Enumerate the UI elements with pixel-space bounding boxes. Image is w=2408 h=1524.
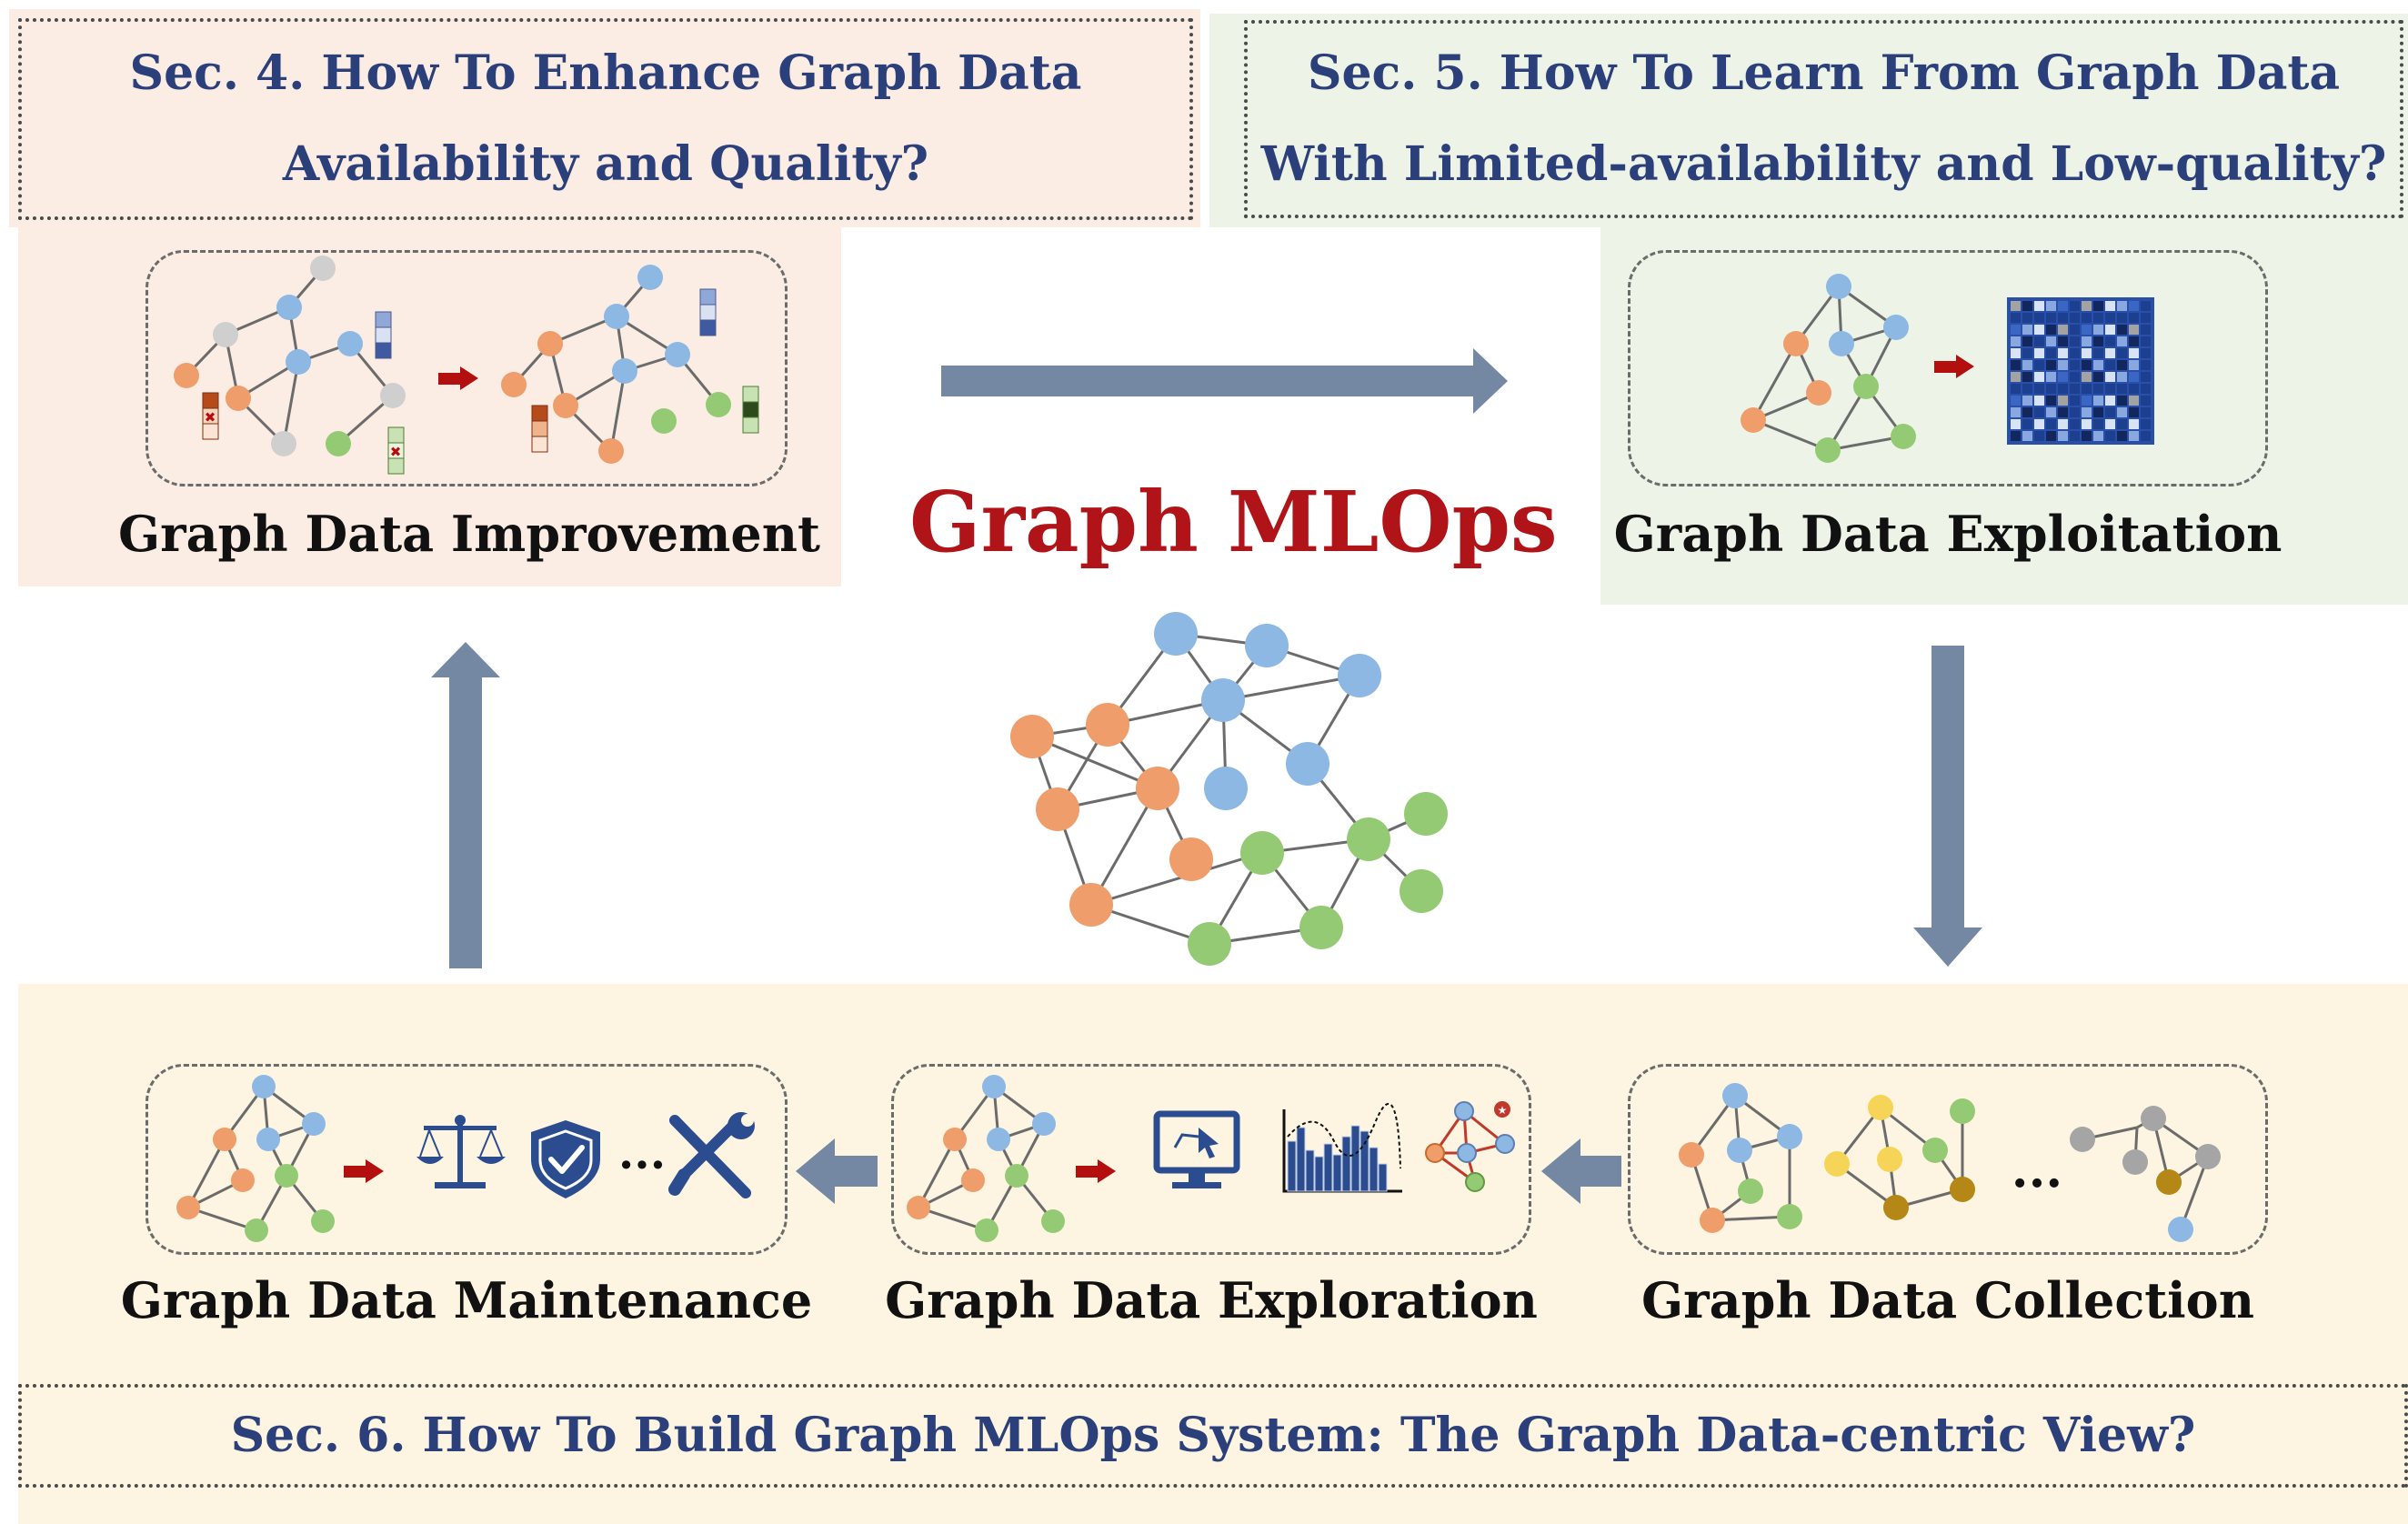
question-sec5-line1: Sec. 5. How To Learn From Graph Data	[1307, 45, 2341, 101]
exploration-box	[891, 1064, 1531, 1255]
maintenance-box	[145, 1064, 788, 1255]
red-arrow-exploration	[1076, 1159, 1116, 1183]
flow-arrow-left-2	[796, 1138, 878, 1204]
question-sec4: Sec. 4. How To Enhance Graph Data Availa…	[18, 18, 1193, 220]
feature-bars-after	[531, 288, 759, 453]
question-sec4-line2: Availability and Quality?	[282, 136, 929, 192]
improvement-graph-after-nodes	[501, 265, 731, 464]
label-maintenance: Graph Data Maintenance	[120, 1271, 813, 1329]
exploration-graph	[917, 1085, 1055, 1232]
feature-bars-before: ✖ ✖	[202, 311, 405, 475]
label-improvement: Graph Data Improvement	[118, 505, 820, 563]
flow-arrow-up	[431, 642, 500, 968]
flow-arrow-left-1	[1541, 1138, 1621, 1204]
bar-chart-icon	[1282, 1102, 1402, 1193]
graph-anomaly-icon: ★	[1425, 1101, 1515, 1192]
question-sec6-line1: Sec. 6. How To Build Graph MLOps System:…	[230, 1408, 2196, 1463]
svg-text:★: ★	[1498, 1104, 1508, 1117]
exploitation-graph-nodes	[1741, 274, 1916, 463]
collection-graph-1-nodes	[1679, 1083, 1802, 1233]
monitor-cursor-icon	[1153, 1110, 1240, 1188]
exploitation-box	[1628, 250, 2268, 486]
peach-region-top	[9, 9, 1200, 227]
diagram-title: Graph MLOps	[909, 473, 1558, 571]
maintenance-graph-nodes	[176, 1075, 335, 1242]
exploration-graph-nodes	[907, 1075, 1065, 1242]
tools-icon	[668, 1112, 755, 1198]
red-arrow-maintenance	[344, 1159, 384, 1183]
heatmap-matrix-icon	[2007, 297, 2154, 445]
collection-graph-3	[2082, 1117, 2210, 1230]
flow-arrow-down	[1913, 646, 1982, 967]
green-region-exploitation	[1600, 227, 2408, 605]
scale-icon	[416, 1115, 506, 1188]
red-arrow-improvement	[438, 366, 478, 390]
green-region-top	[1209, 14, 2408, 227]
question-sec6: Sec. 6. How To Build Graph MLOps System:…	[18, 1384, 2408, 1488]
collection-graph-2-nodes	[1824, 1095, 1975, 1220]
question-sec5: Sec. 5. How To Learn From Graph Data Wit…	[1244, 20, 2403, 218]
label-exploration: Graph Data Exploration	[885, 1271, 1538, 1329]
exploitation-graph	[1751, 285, 1905, 452]
red-arrow-exploitation	[1934, 355, 1974, 378]
improvement-box	[145, 250, 788, 486]
question-sec4-line1: Sec. 4. How To Enhance Graph Data	[129, 45, 1082, 101]
central-graph-nodes	[1010, 612, 1448, 966]
improvement-graph-before-nodes	[174, 256, 406, 456]
collection-ellipsis: ...	[2012, 1140, 2062, 1198]
svg-text:✖: ✖	[390, 444, 402, 460]
maintenance-ellipsis: ...	[618, 1126, 666, 1179]
label-exploitation: Graph Data Exploitation	[1613, 505, 2283, 563]
collection-graph-3-nodes	[2070, 1106, 2221, 1242]
maintenance-graph	[186, 1085, 325, 1232]
flow-arrow-right	[941, 348, 1508, 414]
shield-check-icon	[531, 1120, 600, 1198]
question-sec5-line2: With Limited-availability and Low-qualit…	[1260, 136, 2387, 192]
svg-text:✖: ✖	[205, 409, 216, 426]
collection-box	[1628, 1064, 2268, 1255]
label-collection: Graph Data Collection	[1641, 1271, 2254, 1329]
